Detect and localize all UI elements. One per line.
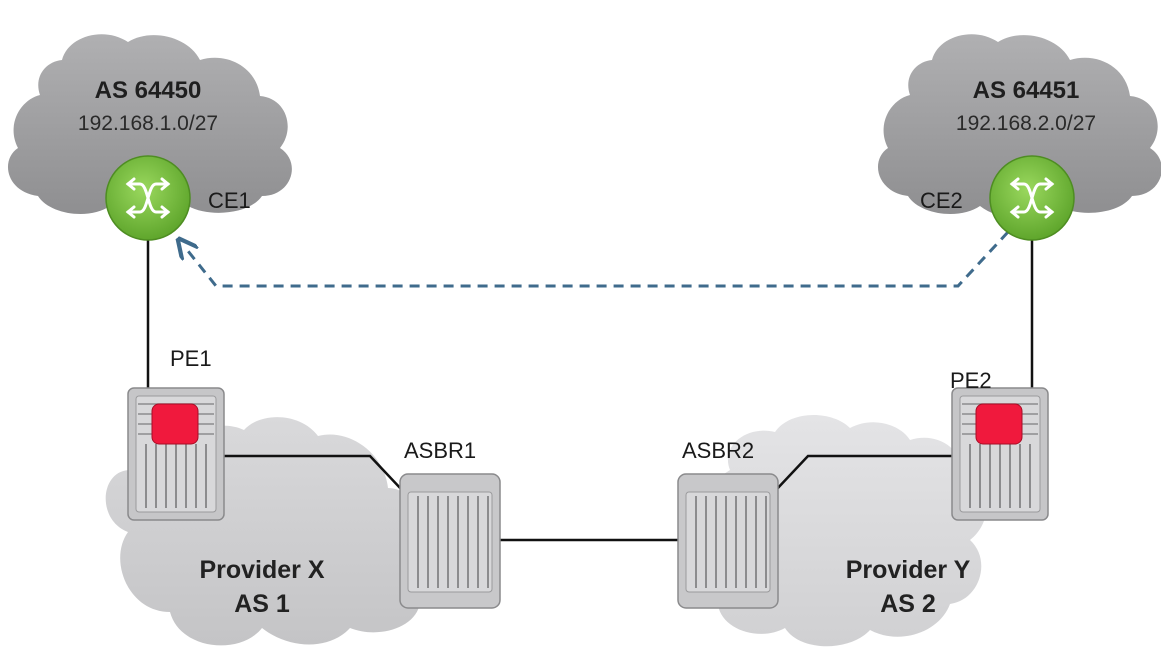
pe1-router xyxy=(127,387,225,521)
asbr2-router xyxy=(677,473,779,609)
pe1-label: PE1 xyxy=(170,346,212,371)
pe1-highlight xyxy=(151,403,199,445)
asbr1-router xyxy=(399,473,501,609)
ce1-router xyxy=(105,155,191,241)
route-path xyxy=(184,230,1010,288)
provider-x-as: AS 1 xyxy=(234,590,290,618)
asbr2-label: ASBR2 xyxy=(682,438,754,463)
link-pe1-asbr1 xyxy=(222,454,403,491)
ce2-router xyxy=(989,155,1075,241)
dashed-route-arrow xyxy=(184,230,1010,288)
link-asbr2-pe2 xyxy=(775,454,956,491)
ce1-label: CE1 xyxy=(208,188,251,213)
customer-left-cloud xyxy=(7,34,292,218)
customer-right-as-name: AS 64451 xyxy=(973,77,1080,104)
links xyxy=(146,228,1034,542)
customer-left-as-name: AS 64450 xyxy=(95,77,202,104)
customer-right-cloud xyxy=(878,34,1161,218)
switch-router-icon xyxy=(1009,177,1055,219)
pe2-label: PE2 xyxy=(950,368,992,393)
provider-y-name: Provider Y xyxy=(846,556,971,584)
customer-left-subnet: 192.168.1.0/27 xyxy=(78,112,218,135)
switch-router-icon xyxy=(125,177,171,219)
customer-right-subnet: 192.168.2.0/27 xyxy=(956,112,1096,135)
provider-x-name: Provider X xyxy=(199,556,324,584)
ce2-label: CE2 xyxy=(920,188,963,213)
pe2-highlight xyxy=(975,403,1023,445)
asbr1-label: ASBR1 xyxy=(404,438,476,463)
provider-y-as: AS 2 xyxy=(880,590,936,618)
pe2-router xyxy=(951,387,1049,521)
